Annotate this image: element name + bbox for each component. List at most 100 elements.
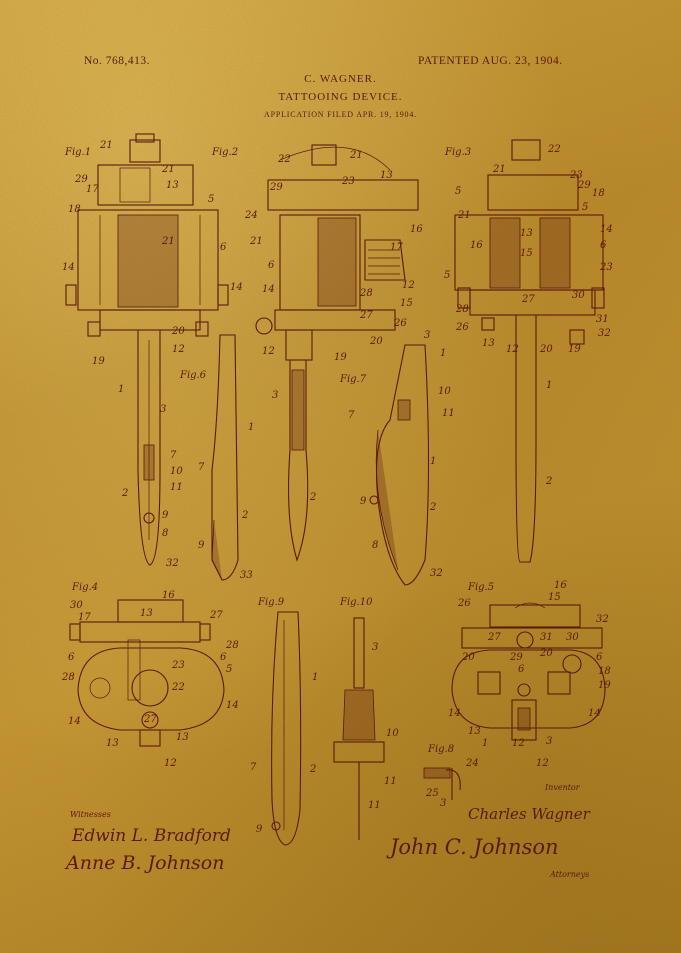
reference-numeral: 1 — [118, 384, 124, 395]
reference-numeral: 15 — [548, 592, 561, 603]
witness-1-signature: Edwin L. Bradford — [72, 826, 231, 846]
reference-numeral: 13 — [520, 228, 533, 239]
reference-numeral: 29 — [74, 174, 88, 185]
reference-numeral: 3 — [372, 642, 378, 653]
reference-numeral: 22 — [547, 144, 561, 155]
reference-numeral: 16 — [470, 240, 483, 251]
reference-numeral: 12 — [164, 758, 177, 769]
reference-numeral: 16 — [554, 580, 567, 591]
reference-numeral: 1 — [248, 422, 254, 433]
reference-numeral: 18 — [592, 188, 605, 199]
reference-numeral: 24 — [244, 210, 258, 221]
reference-numeral: 6 — [220, 652, 227, 663]
reference-numeral: 27 — [521, 294, 535, 305]
reference-numeral: 9 — [256, 824, 263, 835]
reference-numeral: 13 — [468, 726, 481, 737]
reference-numeral: 6 — [596, 652, 603, 663]
reference-numeral: 2 — [241, 510, 248, 521]
figure-7: Fig.7 3 1 10 11 7 1 2 9 8 32 — [339, 330, 455, 586]
figure-6: Fig.6 1 7 2 9 33 — [179, 334, 254, 581]
reference-numeral: 3 — [546, 736, 552, 747]
reference-numeral: 10 — [386, 728, 399, 739]
reference-numeral: 32 — [596, 614, 609, 625]
reference-numeral: 3 — [424, 330, 430, 341]
reference-numeral: 14 — [600, 224, 613, 235]
reference-numeral: 22 — [277, 154, 291, 165]
reference-numeral: 6 — [220, 242, 227, 253]
reference-numeral: 23 — [341, 176, 355, 187]
reference-numeral: 13 — [380, 170, 393, 181]
reference-numeral: 10 — [170, 466, 183, 477]
reference-numeral: 18 — [598, 666, 611, 677]
reference-numeral: 9 — [162, 510, 169, 521]
fig-3-label: Fig.3 — [444, 147, 471, 158]
reference-numeral: 5 — [582, 202, 588, 213]
reference-numeral: 12 — [536, 758, 549, 769]
reference-numeral: 12 — [506, 344, 519, 355]
reference-numeral: 6 — [518, 664, 525, 675]
reference-numeral: 23 — [569, 170, 583, 181]
reference-numeral: 14 — [448, 708, 461, 719]
patent-date: PATENTED AUG. 23, 1904. — [418, 55, 563, 67]
fig-6-label: Fig.6 — [179, 370, 207, 381]
patent-number: No. 768,413. — [84, 55, 151, 67]
reference-numeral: 30 — [566, 632, 579, 643]
reference-numeral: 10 — [438, 386, 451, 397]
reference-numeral: 12 — [172, 344, 185, 355]
fig-8-label: Fig.8 — [427, 744, 454, 755]
reference-numeral: 11 — [170, 482, 183, 493]
attorney-signature: John C. Johnson — [390, 835, 559, 859]
reference-numeral: 27 — [209, 610, 223, 621]
document-title: TATTOOING DEVICE. — [278, 91, 403, 103]
reference-numeral: 31 — [540, 632, 553, 643]
figure-5: Fig.5 16 15 26 32 27 31 30 20 29 20 6 6 … — [448, 580, 611, 769]
figure-1: Fig.1 21 29 17 18 21 13 5 21 — [62, 133, 243, 569]
reference-numeral: 25 — [425, 788, 439, 799]
fig-9-label: Fig.9 — [257, 597, 285, 608]
application-filed: APPLICATION FILED APR. 19, 1904. — [264, 110, 417, 119]
attorney-label: Attorneys — [550, 870, 590, 879]
reference-numeral: 24 — [465, 758, 479, 769]
reference-numeral: 13 — [166, 180, 179, 191]
reference-numeral: 14 — [230, 282, 243, 293]
reference-numeral: 13 — [482, 338, 495, 349]
reference-numeral: 2 — [429, 502, 436, 513]
reference-numeral: 17 — [86, 184, 99, 195]
reference-numeral: 15 — [400, 298, 413, 309]
reference-numeral: 18 — [68, 204, 81, 215]
reference-numeral: 19 — [598, 680, 611, 691]
figure-2: Fig.2 22 21 29 23 13 24 16 21 17 6 14 12 — [211, 144, 423, 562]
reference-numeral: 11 — [442, 408, 455, 419]
reference-numeral: 5 — [208, 194, 214, 205]
reference-numeral: 5 — [455, 186, 461, 197]
reference-numeral: 21 — [161, 164, 175, 175]
reference-numeral: 2 — [309, 764, 316, 775]
reference-numeral: 2 — [121, 488, 128, 499]
reference-numeral: 2 — [309, 492, 316, 503]
reference-numeral: 17 — [390, 242, 403, 253]
reference-numeral: 8 — [372, 540, 378, 551]
reference-numeral: 20 — [369, 336, 383, 347]
reference-numeral: 1 — [430, 456, 436, 467]
fig-5-label: Fig.5 — [467, 582, 494, 593]
reference-numeral: 13 — [176, 732, 189, 743]
reference-numeral: 11 — [368, 800, 381, 811]
reference-numeral: 3 — [440, 798, 446, 809]
reference-numeral: 27 — [359, 310, 373, 321]
reference-numeral: 1 — [440, 348, 446, 359]
figure-10: Fig.10 3 10 11 11 — [333, 597, 399, 840]
reference-numeral: 28 — [359, 288, 373, 299]
inventor-heading: C. WAGNER. — [304, 73, 377, 85]
reference-numeral: 31 — [596, 314, 609, 325]
reference-numeral: 17 — [78, 612, 91, 623]
reference-numeral: 2 — [545, 476, 552, 487]
reference-numeral: 1 — [546, 380, 552, 391]
reference-numeral: 7 — [250, 762, 257, 773]
reference-numeral: 26 — [455, 322, 469, 333]
reference-numeral: 1 — [312, 672, 318, 683]
witness-2-signature: Anne B. Johnson — [66, 852, 225, 874]
reference-numeral: 29 — [269, 182, 283, 193]
inventor-signature: Charles Wagner — [468, 805, 590, 823]
fig-2-label: Fig.2 — [211, 147, 238, 158]
